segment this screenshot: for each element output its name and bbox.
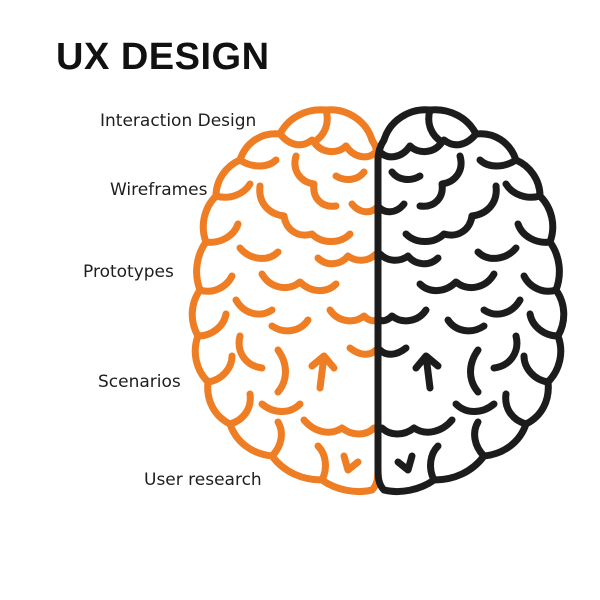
label-user-research: User research	[144, 470, 262, 490]
page-title: UX DESIGN	[56, 36, 270, 78]
label-interaction-design: Interaction Design	[100, 111, 257, 131]
label-prototypes: Prototypes	[83, 262, 174, 282]
brain-left-hemisphere-icon	[188, 106, 382, 496]
brain-right-hemisphere-icon	[374, 106, 568, 496]
label-scenarios: Scenarios	[98, 372, 181, 392]
label-wireframes: Wireframes	[110, 180, 208, 200]
